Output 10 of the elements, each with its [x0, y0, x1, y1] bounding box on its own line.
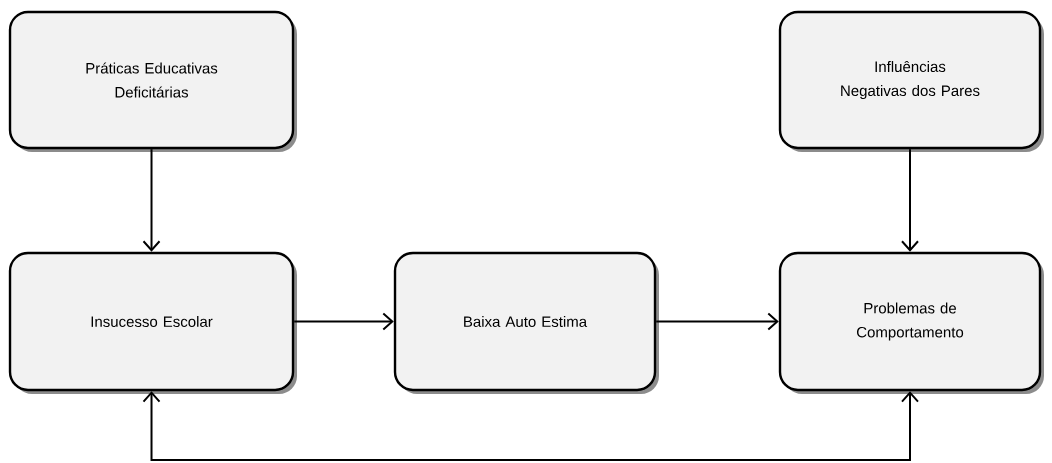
arrow	[142, 148, 161, 252]
process-box: Influências Negativas dos Pares	[778, 10, 1044, 152]
arrow	[655, 312, 779, 331]
arrow	[901, 148, 919, 252]
process-box: Problemas de Comportamento	[778, 251, 1044, 394]
process-box: Insucesso Escolar	[8, 251, 297, 394]
process-box: Baixa Auto Estima	[393, 251, 659, 394]
arrow	[142, 391, 919, 461]
process-box: Práticas Educativas Deficitárias	[8, 10, 297, 152]
arrow	[293, 312, 394, 331]
